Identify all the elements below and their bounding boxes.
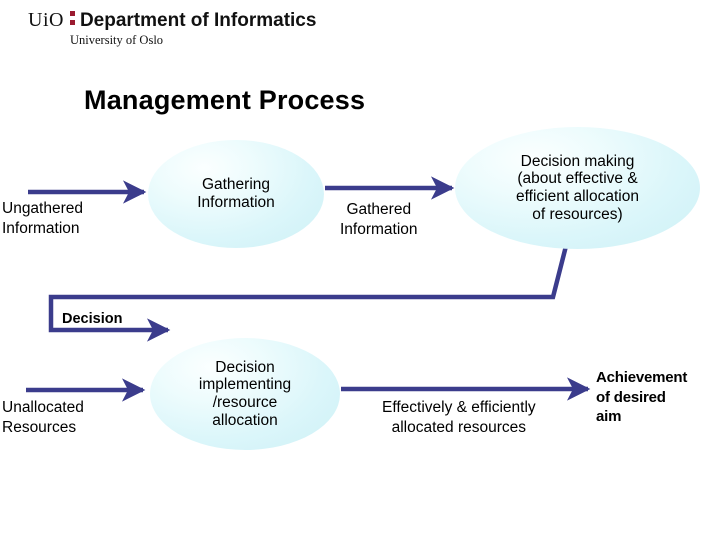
label-line: Effectively & efficiently	[382, 399, 536, 416]
node-line: /resource	[212, 394, 278, 411]
node-line: allocation	[212, 411, 278, 429]
logo-department-name: Department of Informatics	[79, 10, 317, 31]
node-line: Decision	[215, 358, 275, 376]
label-line: Decision	[62, 311, 123, 327]
label-line: aim	[596, 408, 622, 425]
node-gathering-information[interactable]: Gathering Information	[148, 140, 324, 248]
node-line: Gathering	[201, 176, 271, 194]
node-decision-making[interactable]: Decision making (about effective & effic…	[455, 127, 700, 249]
logo-university-name: University of Oslo	[70, 33, 164, 47]
label-unallocated-resources: Unallocated Resources	[2, 398, 84, 439]
logo-uio-mark: UiO	[28, 9, 64, 31]
label-line: allocated resources	[391, 419, 527, 437]
label-line: Information	[2, 220, 80, 238]
logo-primary-line: UiO Department of Informatics	[28, 10, 328, 30]
node-decision-implementing[interactable]: Decision implementing /resource allocati…	[150, 338, 340, 450]
node-line: (about effective &	[517, 170, 638, 188]
label-achievement-of-aim: Achievement of desired aim	[596, 368, 687, 427]
node-line: implementing	[198, 376, 292, 394]
label-line: Gathered	[346, 201, 412, 218]
label-line: Achievement	[596, 369, 688, 386]
node-line: efficient allocation	[516, 188, 639, 205]
label-decision-feedback: Decision	[62, 310, 122, 329]
arrow-decision-feedback	[48, 245, 569, 342]
label-line: Unallocated	[2, 399, 84, 416]
label-line: Resources	[2, 419, 77, 437]
uio-logo: UiO Department of Informatics University…	[28, 10, 328, 56]
label-effectively-allocated: Effectively & efficiently allocated reso…	[382, 398, 536, 439]
node-line: Information	[197, 194, 275, 211]
logo-colon-icon	[69, 11, 75, 25]
page-title: Management Process	[84, 85, 366, 115]
label-gathered-information: Gathered Information	[340, 200, 418, 241]
node-line: of resources)	[532, 205, 623, 223]
label-line: Ungathered	[2, 200, 84, 217]
label-line: Information	[340, 221, 418, 239]
label-ungathered-information: Ungathered Information	[2, 199, 83, 240]
label-line: of desired	[596, 388, 666, 406]
node-line: Decision making	[520, 152, 635, 170]
